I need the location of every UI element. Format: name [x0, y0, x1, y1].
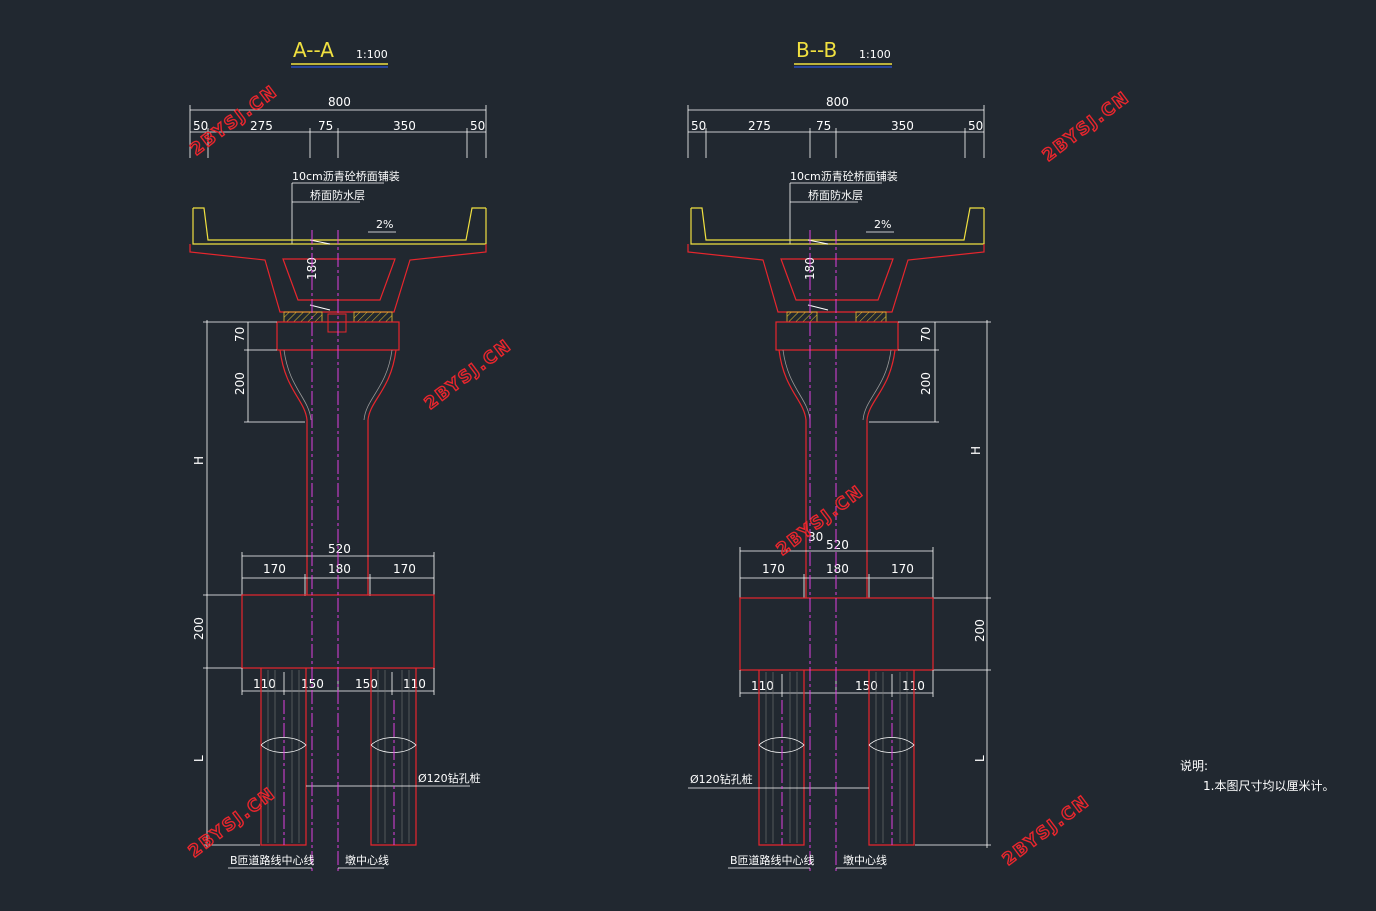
section-a-deck-note: 10cm沥青砼桥面铺装: [292, 170, 400, 183]
section-b-cap-b: 180: [826, 562, 849, 576]
section-b-cap-a: 170: [762, 562, 785, 576]
section-a-scale: 1:100: [356, 48, 388, 61]
section-b-slope: 2%: [874, 218, 891, 231]
section-b-road-center: B匝道路线中心线: [730, 853, 815, 867]
section-a-dim-total: 800: [328, 95, 351, 109]
section-a-cap-total: 520: [328, 542, 351, 556]
section-a-box-height: 180: [305, 257, 319, 280]
section-b-dim-total: 800: [826, 95, 849, 109]
section-b-waterproof-note: 桥面防水层: [808, 188, 863, 202]
section-a-pile-c: 150: [355, 677, 378, 691]
section-a-top-dims: [189, 105, 487, 158]
section-b-box-height: 180: [803, 257, 817, 280]
section-b-footing-dim: 200: [973, 619, 987, 642]
section-b-flare-dim: 200: [919, 372, 933, 395]
section-b-dim-350: 350: [891, 119, 914, 133]
section-b-dim-50b: 50: [968, 119, 983, 133]
section-b-scale: 1:100: [859, 48, 891, 61]
watermark-5: 2BYSJ.CN: [185, 783, 280, 862]
watermark-6: 2BYSJ.CN: [999, 791, 1094, 870]
section-a-dim-75: 75: [318, 119, 333, 133]
section-b-cap-extra: 30: [808, 530, 823, 544]
section-b-pile-a: 110: [751, 679, 774, 693]
section-b: B--B 1:100 800 50 275 75 350 50 10cm沥青砼桥…: [687, 38, 991, 872]
section-b-dim-50a: 50: [691, 119, 706, 133]
section-a-cap-b: 180: [328, 562, 351, 576]
section-b-cap-total: 520: [826, 538, 849, 552]
section-b-pile-label: Ø120钻孔桩: [690, 772, 753, 786]
section-b-pier-center: 墩中心线: [843, 853, 887, 867]
section-b-pile-length: L: [973, 755, 987, 762]
watermark-3: 2BYSJ.CN: [421, 335, 516, 414]
section-b-cap-dim: 70: [919, 327, 933, 342]
section-a-slope: 2%: [376, 218, 393, 231]
section-a-pile-a: 110: [253, 677, 276, 691]
section-a-pier-center: 墩中心线: [345, 853, 389, 867]
notes-title: 说明:: [1180, 758, 1208, 773]
section-a-dim-350: 350: [393, 119, 416, 133]
section-b-height-dim: H: [969, 446, 983, 455]
section-a-pile-d: 110: [403, 677, 426, 691]
section-a-cap-c: 170: [393, 562, 416, 576]
section-a-flare-dim: 200: [233, 372, 247, 395]
section-a-dim-275: 275: [250, 119, 273, 133]
section-a-road-center: B匝道路线中心线: [230, 853, 315, 867]
section-a-deck: 180: [189, 207, 487, 313]
section-b-dim-75: 75: [816, 119, 831, 133]
section-a-pile-label: Ø120钻孔桩: [418, 771, 481, 785]
section-a-dim-50a: 50: [193, 119, 208, 133]
section-a-cap-a: 170: [263, 562, 286, 576]
section-b-deck-note: 10cm沥青砼桥面铺装: [790, 170, 898, 183]
section-b-pier: [775, 321, 899, 598]
section-b-cap-c: 170: [891, 562, 914, 576]
section-a-height-dim: H: [192, 456, 206, 465]
notes-line-1: 1.本图尺寸均以厘米计。: [1203, 779, 1334, 793]
watermark-4: 2BYSJ.CN: [773, 481, 868, 560]
section-a: A--A 1:100 800 50 275 75 350 50 10cm沥青砼桥…: [189, 38, 487, 872]
section-a-title: A--A: [293, 38, 334, 62]
section-b-pile-b: 150: [855, 679, 878, 693]
section-a-footing-dim: 200: [192, 617, 206, 640]
section-a-dim-50b: 50: [470, 119, 485, 133]
watermark-2: 2BYSJ.CN: [1039, 87, 1134, 166]
section-a-pile-length: L: [192, 755, 206, 762]
section-b-deck: 180: [687, 207, 985, 313]
section-b-title: B--B: [796, 38, 837, 62]
section-b-dim-275: 275: [748, 119, 771, 133]
section-a-cap-dim: 70: [233, 327, 247, 342]
section-a-waterproof-note: 桥面防水层: [310, 188, 365, 202]
